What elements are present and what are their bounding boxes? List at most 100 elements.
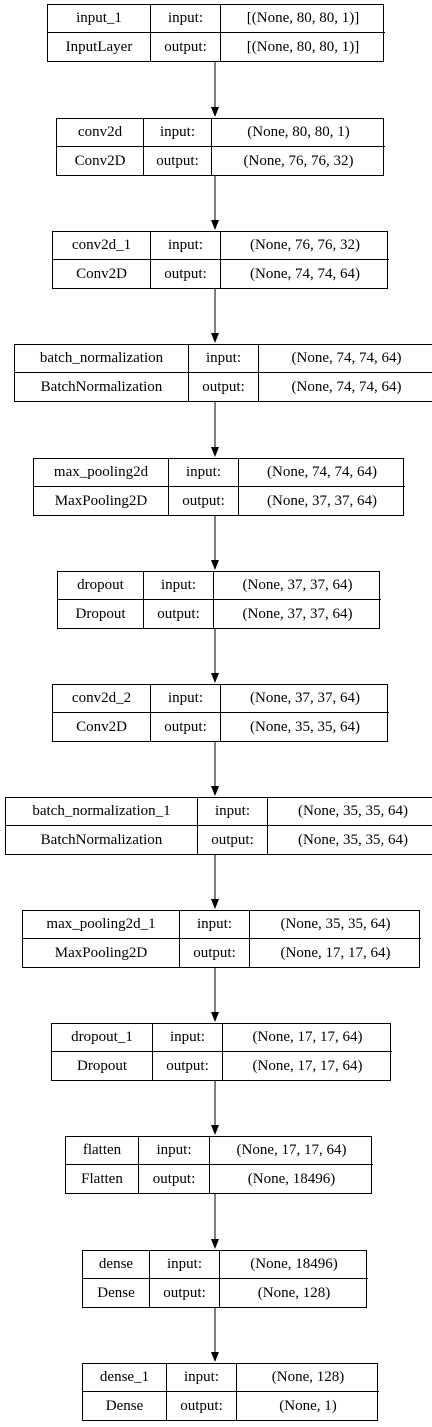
layer-type: BatchNormalization <box>6 826 198 854</box>
input-shape: (None, 35, 35, 64) <box>268 798 432 826</box>
arrowhead-icon <box>211 786 219 796</box>
input-shape: (None, 35, 35, 64) <box>250 911 421 939</box>
layer-name: dense <box>83 1251 150 1279</box>
input-label: input: <box>151 5 221 33</box>
input-shape: (None, 18496) <box>220 1251 368 1279</box>
arrowhead-icon <box>211 1352 219 1362</box>
input-label: input: <box>151 685 221 713</box>
input-label: input: <box>144 572 214 600</box>
arrowhead-icon <box>211 899 219 909</box>
layer-name: dense_1 <box>83 1364 167 1392</box>
output-shape: (None, 76, 76, 32) <box>243 152 354 169</box>
layer-type: InputLayer <box>48 33 151 61</box>
layer-type: Dropout <box>58 600 144 628</box>
input-label: input: <box>151 232 221 260</box>
arrowhead-icon <box>211 1125 219 1135</box>
output-label: output: <box>139 1165 210 1193</box>
input-shape: (None, 128) <box>237 1364 379 1392</box>
output-shape: (None, 74, 74, 64) <box>250 265 360 282</box>
layer-type: Dense <box>83 1392 167 1420</box>
arrowhead-icon <box>211 447 219 457</box>
layer-type: MaxPooling2D <box>23 939 180 967</box>
output-shape: (None, 1) <box>279 1397 337 1414</box>
input-label: input: <box>180 911 250 939</box>
layer-type: Dropout <box>52 1052 153 1080</box>
input-label: input: <box>167 1364 237 1392</box>
output-label: output: <box>144 147 212 175</box>
output-label: output: <box>169 487 239 515</box>
layer-type: Conv2D <box>57 147 144 175</box>
output-label: output: <box>151 713 221 741</box>
arrowhead-icon <box>211 673 219 683</box>
output-shape: (None, 37, 37, 64) <box>267 492 377 509</box>
input-shape: (None, 37, 37, 64) <box>214 572 381 600</box>
layer-name: max_pooling2d_1 <box>23 911 180 939</box>
layer-type: Dense <box>83 1279 150 1307</box>
input-shape: (None, 37, 37, 64) <box>221 685 389 713</box>
layer-name: dropout <box>58 572 144 600</box>
layer-name: max_pooling2d <box>34 459 169 487</box>
output-shape: (None, 35, 35, 64) <box>250 718 360 735</box>
input-label: input: <box>153 1024 223 1052</box>
layer-name: input_1 <box>48 5 151 33</box>
output-label: output: <box>167 1392 237 1420</box>
output-label: output: <box>150 1279 220 1307</box>
output-shape: (None, 35, 35, 64) <box>298 831 408 848</box>
arrowhead-icon <box>211 220 219 230</box>
input-shape: (None, 17, 17, 64) <box>223 1024 392 1052</box>
input-label: input: <box>198 798 268 826</box>
output-shape: (None, 17, 17, 64) <box>252 1057 363 1074</box>
input-label: input: <box>169 459 239 487</box>
layer-type: Conv2D <box>53 260 151 288</box>
output-shape: [(None, 80, 80, 1)] <box>246 38 360 55</box>
layer-type: BatchNormalization <box>15 373 189 401</box>
output-label: output: <box>189 373 259 401</box>
input-label: input: <box>144 119 212 147</box>
layer-type: Flatten <box>66 1165 139 1193</box>
output-shape: (None, 128) <box>257 1284 331 1301</box>
arrowhead-icon <box>211 333 219 343</box>
input-label: input: <box>139 1137 210 1165</box>
input-label: input: <box>150 1251 220 1279</box>
layer-name: flatten <box>66 1137 139 1165</box>
output-label: output: <box>153 1052 223 1080</box>
input-shape: (None, 74, 74, 64) <box>239 459 405 487</box>
input-label: input: <box>189 345 259 373</box>
layer-type: MaxPooling2D <box>34 487 169 515</box>
output-shape: (None, 18496) <box>247 1170 336 1187</box>
output-label: output: <box>144 600 214 628</box>
layer-type: Conv2D <box>53 713 151 741</box>
arrowhead-icon <box>211 1239 219 1249</box>
output-shape: (None, 74, 74, 64) <box>291 378 402 395</box>
layer-name: dropout_1 <box>52 1024 153 1052</box>
input-shape: [(None, 80, 80, 1)] <box>221 5 385 33</box>
layer-name: conv2d_1 <box>53 232 151 260</box>
arrowhead-icon <box>211 560 219 570</box>
input-shape: (None, 76, 76, 32) <box>221 232 389 260</box>
output-label: output: <box>180 939 250 967</box>
output-label: output: <box>151 260 221 288</box>
arrowhead-icon <box>211 1012 219 1022</box>
output-shape: (None, 37, 37, 64) <box>242 605 353 622</box>
layer-name: batch_normalization <box>15 345 189 373</box>
input-shape: (None, 80, 80, 1) <box>212 119 385 147</box>
input-shape: (None, 17, 17, 64) <box>210 1137 373 1165</box>
output-label: output: <box>151 33 221 61</box>
arrowhead-icon <box>211 107 219 117</box>
output-shape: (None, 17, 17, 64) <box>280 944 391 961</box>
layer-name: batch_normalization_1 <box>6 798 198 826</box>
layer-name: conv2d <box>57 119 144 147</box>
